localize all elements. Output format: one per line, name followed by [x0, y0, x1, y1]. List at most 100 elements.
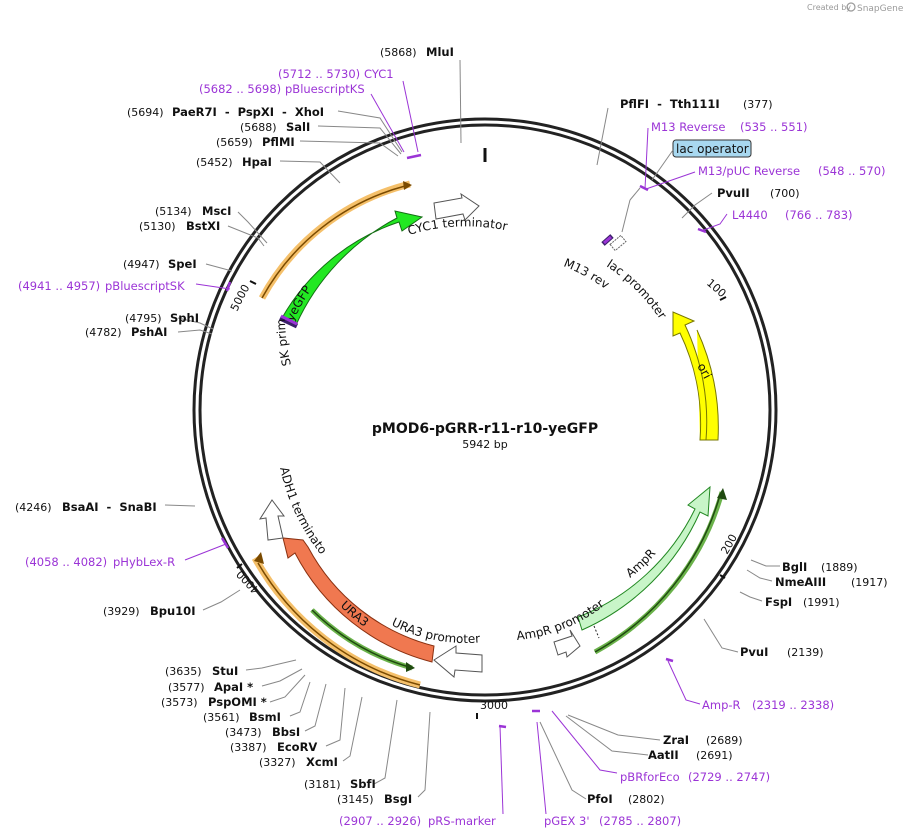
ampr-primer-arrow-icon	[717, 488, 727, 500]
enzyme-name: MluI	[426, 45, 454, 59]
tick-label-5000: 5000	[228, 282, 253, 313]
enzyme-pos: (700)	[770, 187, 800, 200]
ampr-arrow	[577, 485, 711, 631]
enzyme-pos: (5452)	[196, 156, 233, 169]
primer-range: (2785 .. 2807)	[599, 814, 681, 828]
sk-primer-marker	[278, 315, 299, 329]
primer-range: (2907 .. 2926)	[339, 814, 421, 828]
enzyme-pos: (3577)	[168, 681, 205, 694]
enzyme-name: PshAI	[131, 325, 167, 339]
primer-marks	[220, 153, 707, 729]
primer-range: (5712 .. 5730)	[278, 67, 360, 81]
primer-name: M13/pUC Reverse	[698, 164, 800, 178]
primer-range: (4058 .. 4082)	[25, 555, 107, 569]
primer-range: (548 .. 570)	[818, 164, 886, 178]
lac-operator-leader	[621, 187, 641, 233]
enzyme-pos: (5130)	[139, 220, 176, 233]
ura3-promoter-arrow	[433, 645, 483, 678]
svg-text:3000: 3000	[480, 699, 508, 712]
enzyme-pos: (5694)	[127, 106, 164, 119]
primer-range: (535 .. 551)	[740, 120, 808, 134]
backbone-inner	[198, 123, 772, 697]
enzyme-name: PfoI	[587, 792, 613, 806]
enzyme-name: ZraI	[663, 733, 689, 747]
enzyme-pos: (4782)	[85, 326, 122, 339]
primer-name: pGEX 3'	[544, 814, 590, 828]
cyc1-terminator-arrow	[433, 192, 480, 221]
primer-labels: (5712 .. 5730) CYC1 (5682 .. 5698) pBlue…	[18, 67, 886, 828]
snapgene-logo-icon	[846, 2, 856, 12]
enzyme-pos: (4795)	[125, 312, 162, 325]
primer-range: (766 .. 783)	[785, 208, 853, 222]
enzyme-name: SpeI	[168, 257, 197, 271]
enzyme-name: BsmI	[249, 710, 281, 724]
enzyme-name: PvuI	[740, 645, 768, 659]
primer-range: (5682 .. 5698)	[199, 82, 281, 96]
enzyme-pos: (3327)	[259, 756, 296, 769]
enzyme-pos: (2691)	[696, 749, 733, 762]
primer-name: pBRforEco	[620, 770, 680, 784]
credit-prefix: Created by	[807, 3, 851, 12]
svg-text:yeGFP: yeGFP	[283, 283, 314, 323]
ampr-promoter-arrow	[553, 629, 581, 658]
enzyme-name: StuI	[212, 664, 238, 678]
enzyme-pos: (2802)	[628, 793, 665, 806]
cyc1-terminator-label: CYC1 terminator	[406, 215, 509, 238]
lac-operator-box	[672, 139, 752, 158]
svg-text:ori: ori	[694, 361, 714, 382]
credit-brand: SnapGene	[857, 4, 904, 14]
primer-name: pBluescriptKS	[285, 82, 365, 96]
enzyme-pos: (3635)	[165, 665, 202, 678]
svg-text:M13 rev: M13 rev	[562, 256, 612, 292]
enzyme-name: Bpu10I	[150, 604, 195, 618]
tick-label-3000: 3000	[480, 699, 508, 712]
svg-text:lac promoter: lac promoter	[604, 257, 669, 322]
enzyme-name: SbfI	[350, 777, 376, 791]
primer-name: pRS-marker	[428, 814, 496, 828]
enzyme-name: PflMI	[262, 135, 295, 149]
enzyme-pos: (5688)	[240, 121, 277, 134]
enzyme-pos: (4947)	[123, 258, 160, 271]
enzyme-pos: (1917)	[851, 576, 888, 589]
enzyme-name: ApaI *	[214, 680, 253, 694]
lac-promoter-box	[609, 234, 627, 252]
backbone-outer	[192, 117, 778, 703]
enzyme-name: NmeAIII	[775, 575, 826, 589]
yegfp-label: yeGFP	[283, 283, 314, 323]
tick-label-1000: 1000	[0, 0, 729, 300]
adh1-terminator-arrow	[258, 499, 285, 541]
enzyme-pos: (3573)	[161, 696, 198, 709]
enzyme-name: PaeR7I - PspXI - XhoI	[172, 105, 324, 119]
enzyme-pos: (3145)	[337, 793, 374, 806]
enzyme-name: MscI	[202, 204, 231, 218]
yegfp-primer-arc-line	[261, 185, 406, 299]
enzyme-name: BglI	[782, 560, 807, 574]
primer-leaders	[184, 80, 728, 815]
svg-text:1000: 1000	[0, 0, 729, 300]
enzyme-pos: (377)	[743, 98, 773, 111]
enzyme-pos: (2689)	[706, 734, 743, 747]
enzyme-pos: (5868)	[380, 46, 417, 59]
yegfp-arrow	[281, 210, 424, 326]
lac-operator-label: lac operator	[676, 142, 749, 156]
lac-promoter-label: lac promoter	[604, 257, 669, 322]
enzyme-pos: (4246)	[15, 501, 52, 514]
enzyme-pos: (3387)	[230, 741, 267, 754]
enzyme-pos: (1889)	[821, 561, 858, 574]
enzyme-name: FspI	[765, 595, 792, 609]
primer-name: M13 Reverse	[651, 120, 725, 134]
enzyme-name: HpaI	[242, 155, 272, 169]
enzyme-pos: (1991)	[803, 596, 840, 609]
tick-mark-5000	[249, 280, 257, 285]
svg-text:CYC1 terminator: CYC1 terminator	[406, 215, 509, 238]
enzyme-pos: (3181)	[304, 778, 341, 791]
enzyme-name: BstXI	[186, 219, 220, 233]
ori-arrow	[672, 311, 719, 441]
plasmid-name: pMOD6-pGRR-r11-r10-yeGFP	[372, 421, 598, 437]
enzyme-name: XcmI	[306, 755, 338, 769]
ura3-arrow	[282, 537, 435, 663]
enzyme-name: BsgI	[384, 792, 412, 806]
tick-mark-1000	[719, 296, 727, 301]
plasmid-length: 5942 bp	[462, 438, 507, 451]
enzyme-pos: (3929)	[103, 605, 140, 618]
